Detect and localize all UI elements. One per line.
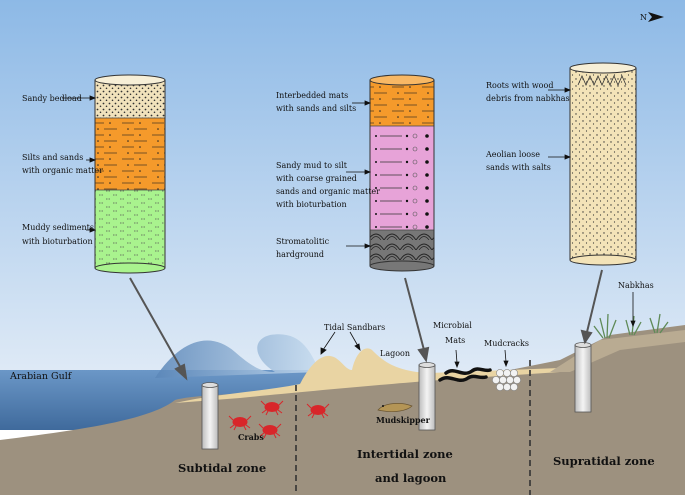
core-column-supratidal xyxy=(569,62,637,266)
label-mats: Mats xyxy=(445,336,465,345)
zone-label-intertidal: Intertidal zone xyxy=(357,447,453,461)
mudcracks-icon xyxy=(492,369,521,391)
mudskipper-icon xyxy=(377,403,413,412)
label-sands-silts: with sands and silts xyxy=(276,104,356,113)
label-interbedded-mats: Interbedded mats xyxy=(276,91,348,100)
column-pointer-arrows xyxy=(129,269,603,381)
zone-label-supratidal: Supratidal zone xyxy=(553,454,655,468)
core-pipe-subtidal xyxy=(201,382,219,450)
core-column-intertidal xyxy=(369,74,435,272)
sand-flat xyxy=(175,348,560,403)
crab-icons xyxy=(228,400,330,439)
core-column-subtidal xyxy=(94,74,166,274)
label-hardground: hardground xyxy=(276,250,324,259)
label-lagoon: Lagoon xyxy=(380,349,410,358)
north-arrow-icon: N xyxy=(640,12,664,22)
label-roots-wood: Roots with wood xyxy=(486,81,553,90)
label-coarse-grained: with coarse grained xyxy=(276,174,357,183)
label-mudcracks: Mudcracks xyxy=(484,339,529,348)
label-organic-sands: sands and organic matter xyxy=(276,187,380,196)
label-silts-sands: Silts and sands xyxy=(22,153,83,162)
label-mudskipper: Mudskipper xyxy=(376,415,431,425)
zone-dividers xyxy=(295,360,531,495)
label-aeolian: Aeolian loose xyxy=(485,150,540,159)
core-pipe-supratidal xyxy=(574,342,592,413)
microbial-mat-icon xyxy=(438,367,492,383)
seabed xyxy=(0,325,685,495)
label-sandy-bedload: Sandy bedload xyxy=(22,94,82,103)
label-crabs: Crabs xyxy=(238,432,264,442)
label-microbial: Microbial xyxy=(433,321,472,330)
label-salts: sands with salts xyxy=(486,163,551,172)
label-arrows xyxy=(62,87,636,369)
label-organic-matter: with organic matter xyxy=(22,166,103,175)
label-tidal-sandbars: Tidal Sandbars xyxy=(324,323,385,332)
label-bioturbation-2: with bioturbation xyxy=(276,200,347,209)
core-pipe-intertidal xyxy=(418,362,436,431)
zone-label-lagoon: and lagoon xyxy=(375,471,447,485)
label-nabkhas: Nabkhas xyxy=(618,281,654,290)
svg-text:N: N xyxy=(640,13,647,22)
label-nabkha-debris: debris from nabkhas xyxy=(486,94,570,103)
nabkha-vegetation xyxy=(593,313,669,339)
label-sandy-mud: Sandy mud to silt xyxy=(276,161,348,170)
zone-label-subtidal: Subtidal zone xyxy=(178,461,266,475)
label-stromatolitic: Stromatolitic xyxy=(276,237,330,246)
sea-label: Arabian Gulf xyxy=(9,371,73,382)
label-muddy-sediments: Muddy sediments xyxy=(22,223,94,232)
label-bioturbation-1: with bioturbation xyxy=(22,237,93,246)
wave xyxy=(155,334,320,378)
